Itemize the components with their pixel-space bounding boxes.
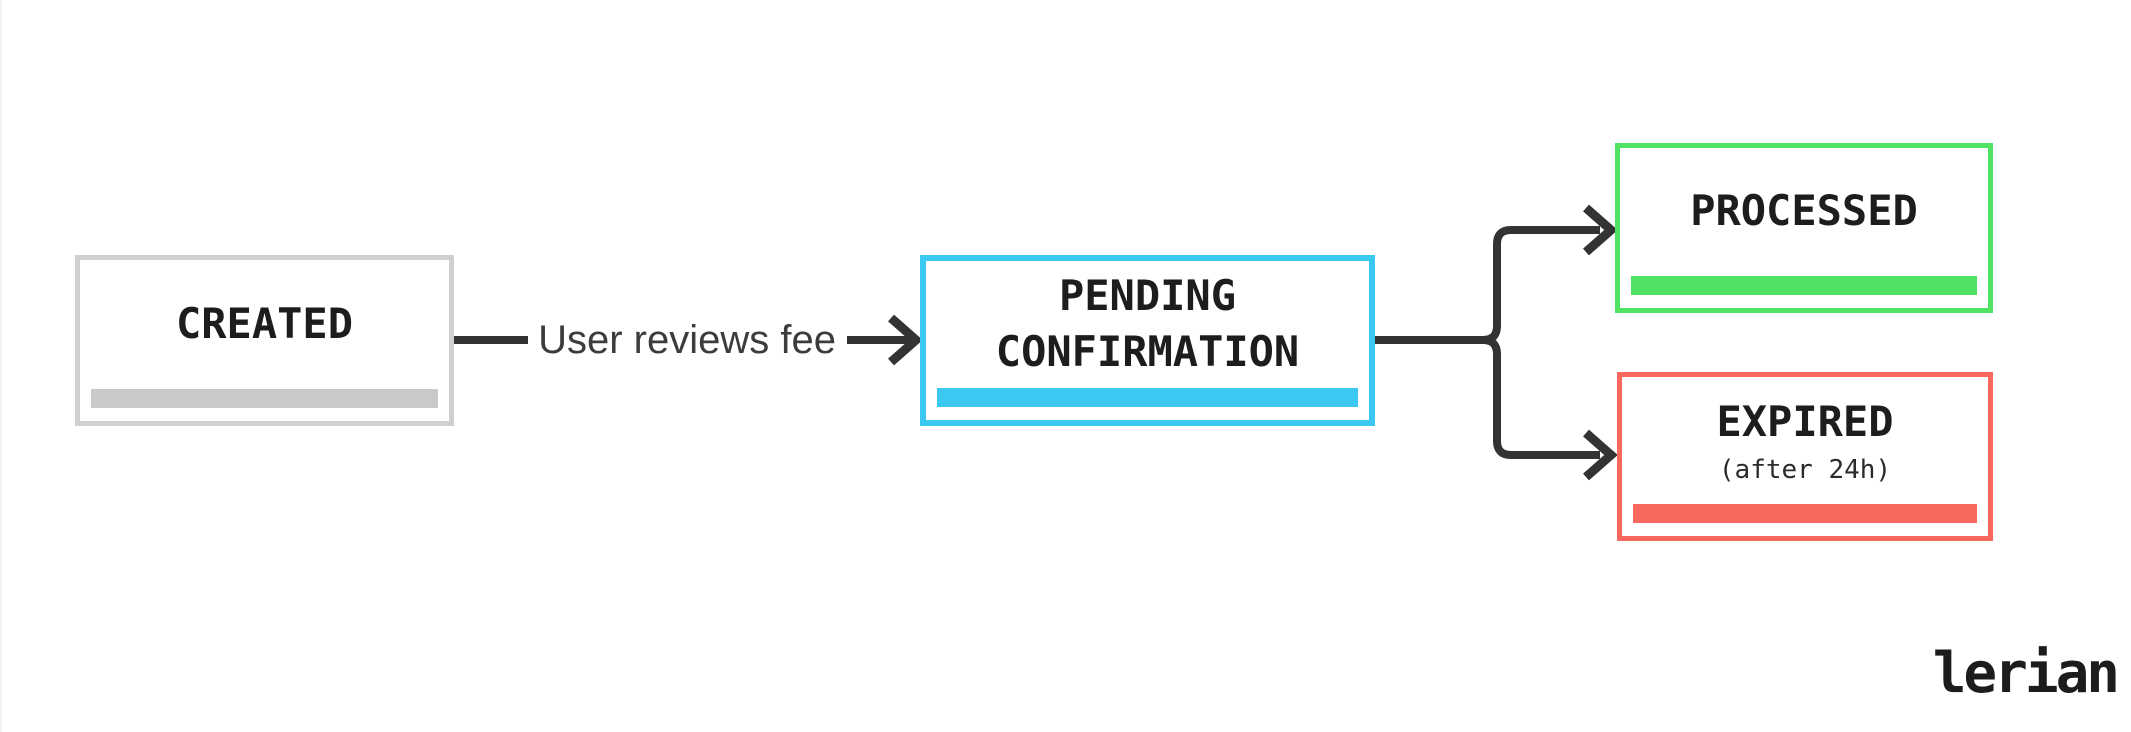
edge-pending-to-expired-arrowhead — [1583, 429, 1618, 481]
edge-pending-to-processed-arrowhead — [1583, 204, 1618, 256]
node-expired-sublabel: (after 24h) — [1718, 454, 1892, 485]
node-created-status-bar — [91, 389, 438, 408]
node-pending-confirmation-status-bar — [937, 388, 1358, 407]
node-expired: EXPIRED (after 24h) — [1617, 372, 1993, 541]
node-created: CREATED — [75, 255, 454, 426]
node-pending-confirmation: PENDING CONFIRMATION — [920, 255, 1375, 426]
node-expired-status-bar — [1633, 504, 1977, 523]
edge-created-to-pending-arrowhead — [888, 314, 923, 366]
node-processed-status-bar — [1631, 276, 1977, 295]
node-pending-confirmation-label-line2: CONFIRMATION — [995, 326, 1300, 376]
node-processed-label: PROCESSED — [1690, 186, 1918, 236]
edge-label-user-reviews-fee: User reviews fee — [538, 318, 836, 362]
edge-pending-to-expired-path — [1375, 336, 1600, 459]
node-processed: PROCESSED — [1615, 143, 1993, 313]
node-pending-confirmation-label-line1: PENDING — [1058, 271, 1236, 321]
node-pending-confirmation-label: PENDING CONFIRMATION — [926, 261, 1369, 386]
lerian-logo: lerian — [1932, 641, 2120, 706]
node-created-label: CREATED — [175, 298, 353, 348]
node-expired-label-text: EXPIRED — [1716, 397, 1894, 447]
edge-pending-to-processed-path — [1375, 226, 1600, 344]
node-expired-label: EXPIRED (after 24h) — [1622, 377, 1988, 502]
